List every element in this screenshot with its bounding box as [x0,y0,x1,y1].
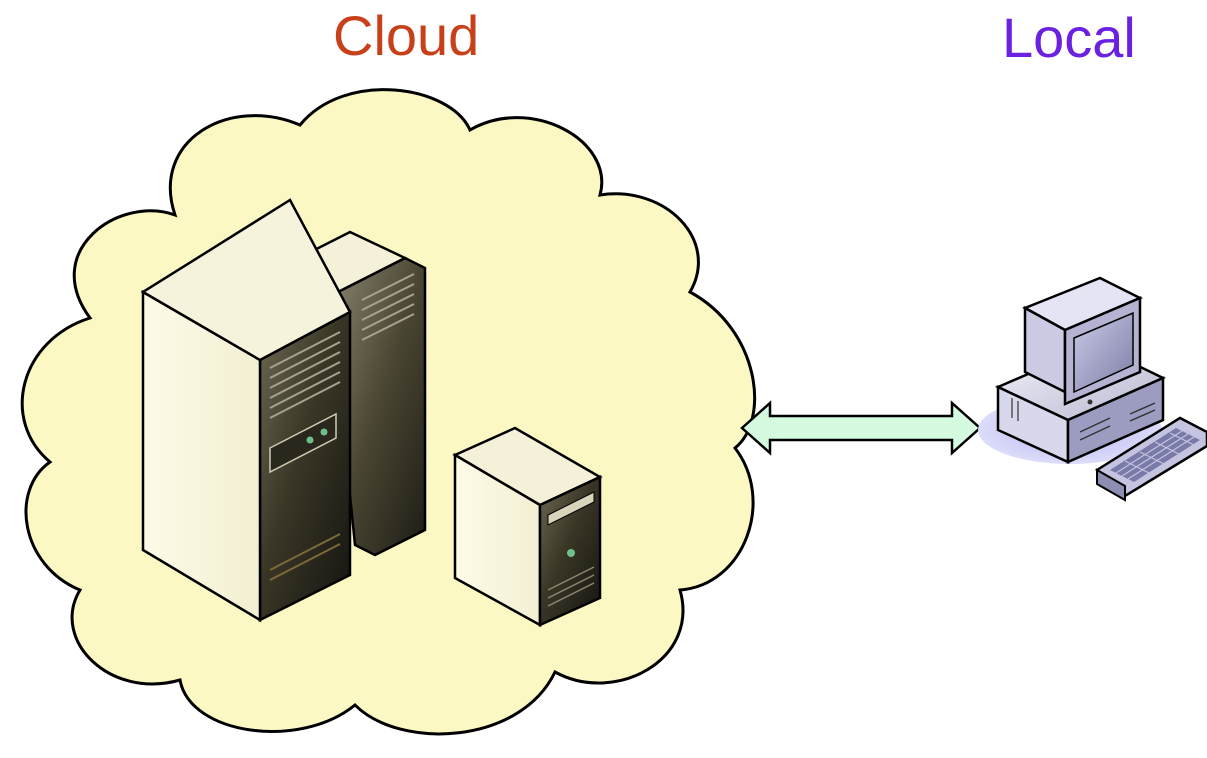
server-rack-icon [140,198,427,623]
server-tower-icon [452,426,603,628]
cloud-label: Cloud [333,4,480,67]
local-label: Local [1002,6,1136,69]
keyboard-icon [1094,416,1207,502]
desktop-computer-icon [978,276,1166,464]
bidirectional-arrow-icon [740,400,982,456]
